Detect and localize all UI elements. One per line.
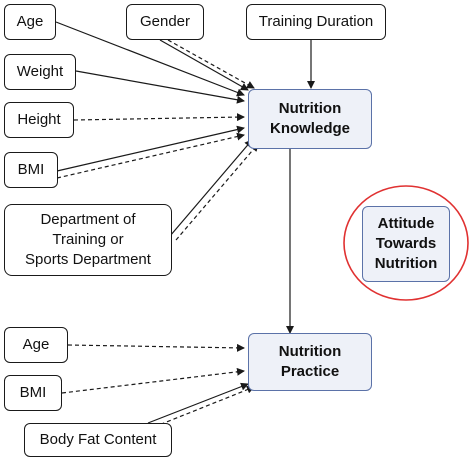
edge-bmi-to-knowledge-dashed (56, 132, 245, 179)
node-attitude-line-3: Nutrition (374, 255, 438, 272)
node-age-bottom-label: Age (22, 336, 50, 353)
edge-body-fat-to-practice-solid (147, 382, 249, 424)
node-nutrition-practice-line-1: Nutrition (278, 343, 342, 360)
node-age-top: Age (4, 4, 56, 40)
edge-age-to-knowledge (55, 21, 245, 97)
node-weight: Weight (4, 54, 76, 90)
node-nutrition-practice: Nutrition Practice (248, 333, 372, 391)
edge-age-bottom-to-practice (67, 343, 245, 352)
edge-gender-to-knowledge-solid (159, 39, 249, 91)
node-attitude-towards-nutrition: Attitude Towards Nutrition (362, 206, 450, 282)
node-gender-label: Gender (139, 13, 191, 30)
edge-bmi-bottom-to-practice (61, 367, 245, 394)
edge-weight-to-knowledge (75, 70, 245, 104)
edge-gender-to-knowledge-dashed (167, 39, 255, 89)
node-nutrition-knowledge-line-2: Knowledge (269, 120, 350, 137)
node-body-fat-content: Body Fat Content (24, 423, 172, 457)
node-department-line-3: Sports Department (25, 251, 151, 268)
node-bmi-top-label: BMI (17, 161, 45, 178)
node-nutrition-knowledge: Nutrition Knowledge (248, 89, 372, 149)
node-weight-label: Weight (16, 63, 64, 80)
node-nutrition-knowledge-line-1: Nutrition (278, 100, 342, 117)
edge-department-to-knowledge-solid (169, 139, 253, 237)
edge-department-to-knowledge-dashed (175, 143, 259, 241)
node-attitude-line-2: Towards (375, 235, 437, 252)
node-department-line-2: Training or (52, 231, 124, 248)
node-bmi-bottom: BMI (4, 375, 62, 411)
node-age-top-label: Age (16, 13, 44, 30)
node-attitude-line-1: Attitude (377, 215, 435, 232)
edge-bmi-to-knowledge-solid (56, 125, 245, 172)
node-nutrition-practice-line-2: Practice (280, 363, 340, 380)
node-age-bottom: Age (4, 327, 68, 363)
node-gender: Gender (126, 4, 204, 40)
edge-body-fat-to-practice-dashed (153, 385, 255, 428)
node-height: Height (4, 102, 74, 138)
node-training-duration-label: Training Duration (258, 13, 374, 30)
edge-height-to-knowledge (73, 113, 245, 122)
node-department-line-1: Department of (40, 211, 136, 228)
node-body-fat-content-label: Body Fat Content (39, 431, 157, 448)
node-department: Department of Training or Sports Departm… (4, 204, 172, 276)
attitude-highlight-ring (343, 185, 469, 301)
node-training-duration: Training Duration (246, 4, 386, 40)
node-height-label: Height (17, 111, 61, 128)
node-bmi-bottom-label: BMI (19, 384, 47, 401)
node-bmi-top: BMI (4, 152, 58, 188)
